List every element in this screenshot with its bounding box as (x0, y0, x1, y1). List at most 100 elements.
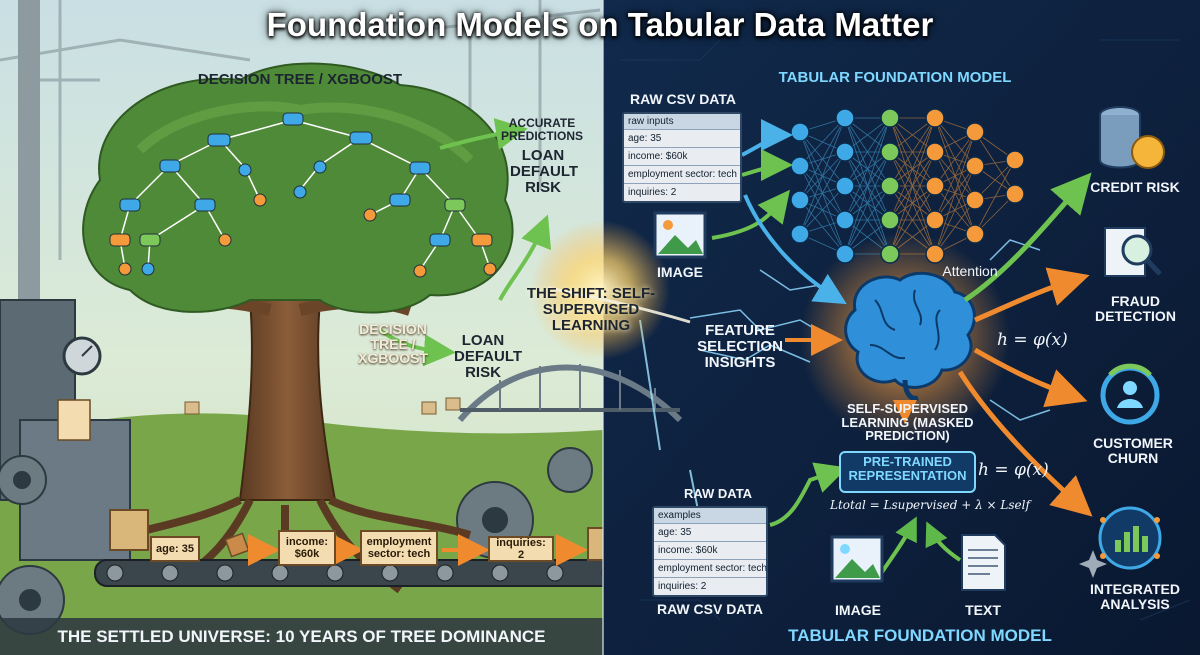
nn-link (844, 151, 891, 255)
nn-link (844, 117, 891, 255)
text-label: TEXT (965, 602, 1001, 618)
raw-csv-label-bottom: RAW CSV DATA (656, 601, 764, 617)
arrow-fraud (974, 267, 1090, 323)
raw-csv-row: income: $60k (624, 147, 740, 165)
nn-neuron (835, 142, 855, 162)
text-to-pretrained-arrow (925, 521, 962, 562)
raw-to-pretrained-arrow (769, 462, 848, 527)
conveyor-item-income: income: $60k (278, 530, 336, 566)
raw-csv-header: raw inputs (624, 114, 740, 129)
arrow-integrated (957, 370, 1093, 517)
nn-neuron (880, 176, 900, 196)
nn-neuron (965, 122, 985, 142)
nn-neuron (925, 176, 945, 196)
nn-neuron (965, 224, 985, 244)
nn-neuron (1005, 150, 1025, 170)
conveyor-item-sector: employment sector: tech (360, 530, 438, 566)
raw-csv-row: employment sector: tech (654, 559, 767, 577)
raw-csv-card-bottom: examples age: 35 income: $60k employment… (652, 506, 768, 597)
attention-label: Attention (942, 263, 998, 279)
nn-neuron (835, 210, 855, 230)
output-credit-risk: CREDIT RISK (1090, 179, 1180, 195)
bridge-icon (457, 319, 701, 521)
nn-neuron (880, 108, 900, 128)
trunk-label: DECISION TREE / XGBOOST (357, 321, 428, 367)
raw-csv-card-top: raw inputs age: 35 income: $60k employme… (622, 112, 742, 203)
formula-h-1: h = φ(x) (997, 330, 1068, 350)
nn-neuron (880, 244, 900, 264)
nn-neuron (1005, 184, 1025, 204)
arrow-churn (973, 347, 1088, 408)
predictions-label: ACCURATE PREDICTIONS (500, 116, 583, 143)
raw-csv-row: employment sector: tech (624, 165, 740, 183)
image-label-top: IMAGE (657, 264, 703, 280)
nn-link (844, 185, 891, 255)
network-chart-icon (1098, 506, 1162, 570)
nn-neuron (925, 142, 945, 162)
raw-csv-row: age: 35 (624, 129, 740, 147)
nn-neuron (790, 224, 810, 244)
nn-link (799, 117, 846, 167)
gear-icon (0, 447, 593, 635)
raw-csv-row: inquiries: 2 (654, 577, 766, 595)
ssl-label: SELF-SUPERVISED LEARNING (MASKED PREDICT… (841, 401, 974, 444)
right-heading: TABULAR FOUNDATION MODEL (778, 69, 1012, 86)
raw-data-label: RAW DATA (683, 486, 753, 501)
nn-link (889, 151, 936, 255)
raw-csv-header: examples (654, 508, 766, 523)
raw-csv-row: income: $60k (654, 541, 766, 559)
right-footer: TABULAR FOUNDATION MODEL (788, 626, 1052, 645)
lightning (689, 239, 1051, 421)
formula-h-2: h = φ(x) (978, 460, 1049, 480)
conveyor-item-inquiries: inquiries: 2 (488, 536, 554, 562)
nn-link (799, 117, 846, 201)
chimney-pipe (18, 0, 40, 330)
nn-neuron (925, 210, 945, 230)
loan-risk-arrow (378, 328, 456, 367)
nn-link (934, 131, 976, 255)
image-icon (830, 535, 884, 583)
nn-neuron (880, 142, 900, 162)
nn-neuron (965, 190, 985, 210)
pretrained-label: PRE-TRAINED REPRESENTATION (848, 454, 967, 483)
loss-formula: Ltotal = Lsupervised + λ × Lself (830, 498, 1030, 512)
image-label-bottom: IMAGE (835, 602, 881, 618)
csv-to-nn-arrow (741, 119, 793, 157)
nn-link (889, 117, 936, 221)
nn-link (934, 131, 976, 221)
nn-link (799, 151, 846, 235)
arrow-credit-risk (963, 172, 1092, 303)
nn-link (844, 117, 891, 221)
raw-csv-row: inquiries: 2 (624, 183, 740, 201)
nn-neuron (790, 156, 810, 176)
nn-link (889, 117, 936, 255)
page-title: Foundation Models on Tabular Data Matter (266, 6, 934, 43)
nn-link (934, 199, 976, 255)
nn-link (799, 117, 846, 235)
nn-link (889, 117, 936, 187)
pretrained-box (839, 451, 976, 493)
nn-link (934, 131, 976, 187)
loan-default-label-top: LOAN DEFAULT RISK (510, 147, 579, 196)
tree-nodes (109, 112, 497, 278)
nn-link (844, 117, 891, 187)
left-footer-band (0, 618, 603, 655)
nn-link (934, 165, 976, 255)
nn-to-brain-arrow (743, 194, 847, 305)
nn-neuron (965, 156, 985, 176)
nn-link (799, 185, 846, 235)
nn-neuron (880, 210, 900, 230)
raw-csv-row: age: 35 (654, 523, 766, 541)
loan-risk-up-arrow (498, 214, 552, 301)
conveyor-item-age: age: 35 (150, 536, 200, 562)
magnifier-dollar-icon (1104, 227, 1162, 277)
raw-csv-label-top: RAW CSV DATA (629, 91, 737, 107)
database-coin-icon (1099, 106, 1165, 169)
nn-neuron (790, 122, 810, 142)
decision-tree-diagram (119, 119, 491, 271)
nn-neuron (925, 108, 945, 128)
customer-cycle-icon (1100, 363, 1160, 425)
prediction-arrow (439, 118, 528, 150)
neural-network (790, 108, 1025, 264)
